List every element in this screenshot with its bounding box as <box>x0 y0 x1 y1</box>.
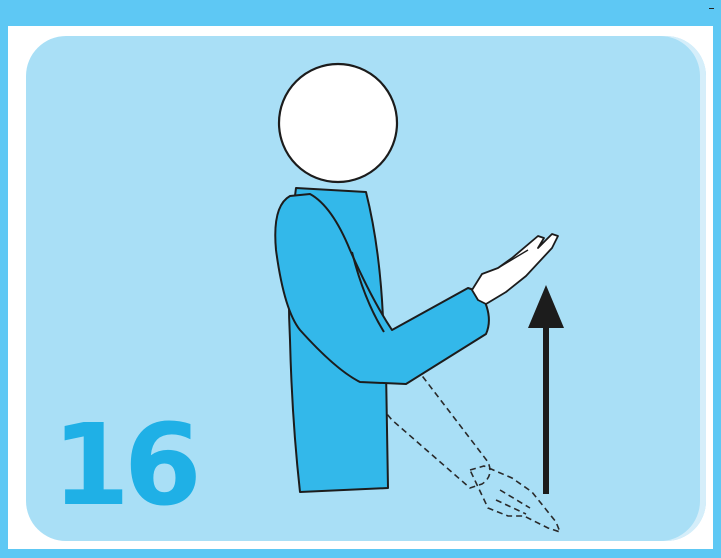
head-icon <box>279 64 397 182</box>
card-number: 16 <box>52 410 196 522</box>
up-arrow-icon <box>528 285 564 494</box>
